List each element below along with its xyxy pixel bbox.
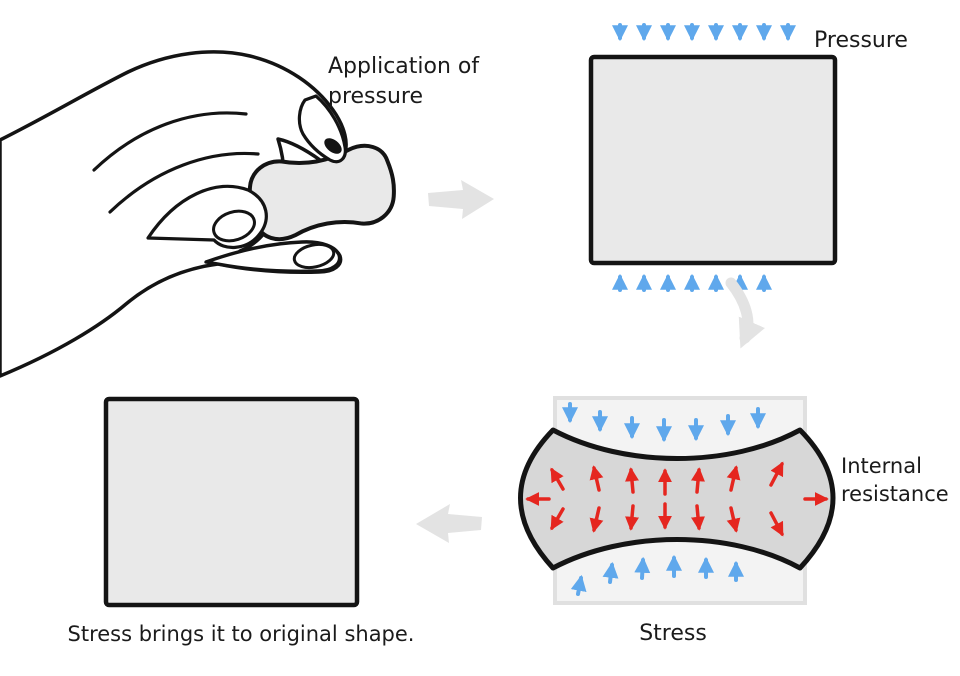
restored-square (103, 396, 360, 608)
application-of-pressure-label: Application of pressure (328, 54, 480, 109)
pressure-label: Pressure (814, 28, 908, 53)
pressure-arrows-deformed-top (562, 402, 766, 443)
pressure-square (588, 54, 838, 266)
squeezed-object (247, 143, 396, 242)
index-fingernail-icon (324, 138, 342, 154)
stress-label: Stress (639, 621, 707, 646)
finger-fold-line (108, 151, 260, 214)
stress-panel (518, 396, 836, 605)
internal-resistance-label: Internal resistance (841, 454, 949, 507)
pressure-arrows-bottom (612, 273, 772, 292)
finger-fold-line (92, 111, 248, 172)
thumbnail-icon (292, 242, 336, 270)
pressure-square-panel (588, 23, 838, 292)
pressure-arrows-top (612, 23, 796, 42)
internal-resistance-arrows (525, 461, 829, 537)
deformed-shape (518, 427, 836, 571)
pressure-arrows-deformed-bottom (570, 554, 744, 596)
hand-squeezing-object-illustration (0, 50, 396, 378)
fingertip (212, 209, 256, 243)
flow-arrow-right-icon (428, 180, 494, 219)
flow-arrow-down-icon (725, 277, 765, 349)
flow-arrow-left-icon (416, 504, 482, 543)
caption-label: Stress brings it to original shape. (67, 622, 415, 646)
